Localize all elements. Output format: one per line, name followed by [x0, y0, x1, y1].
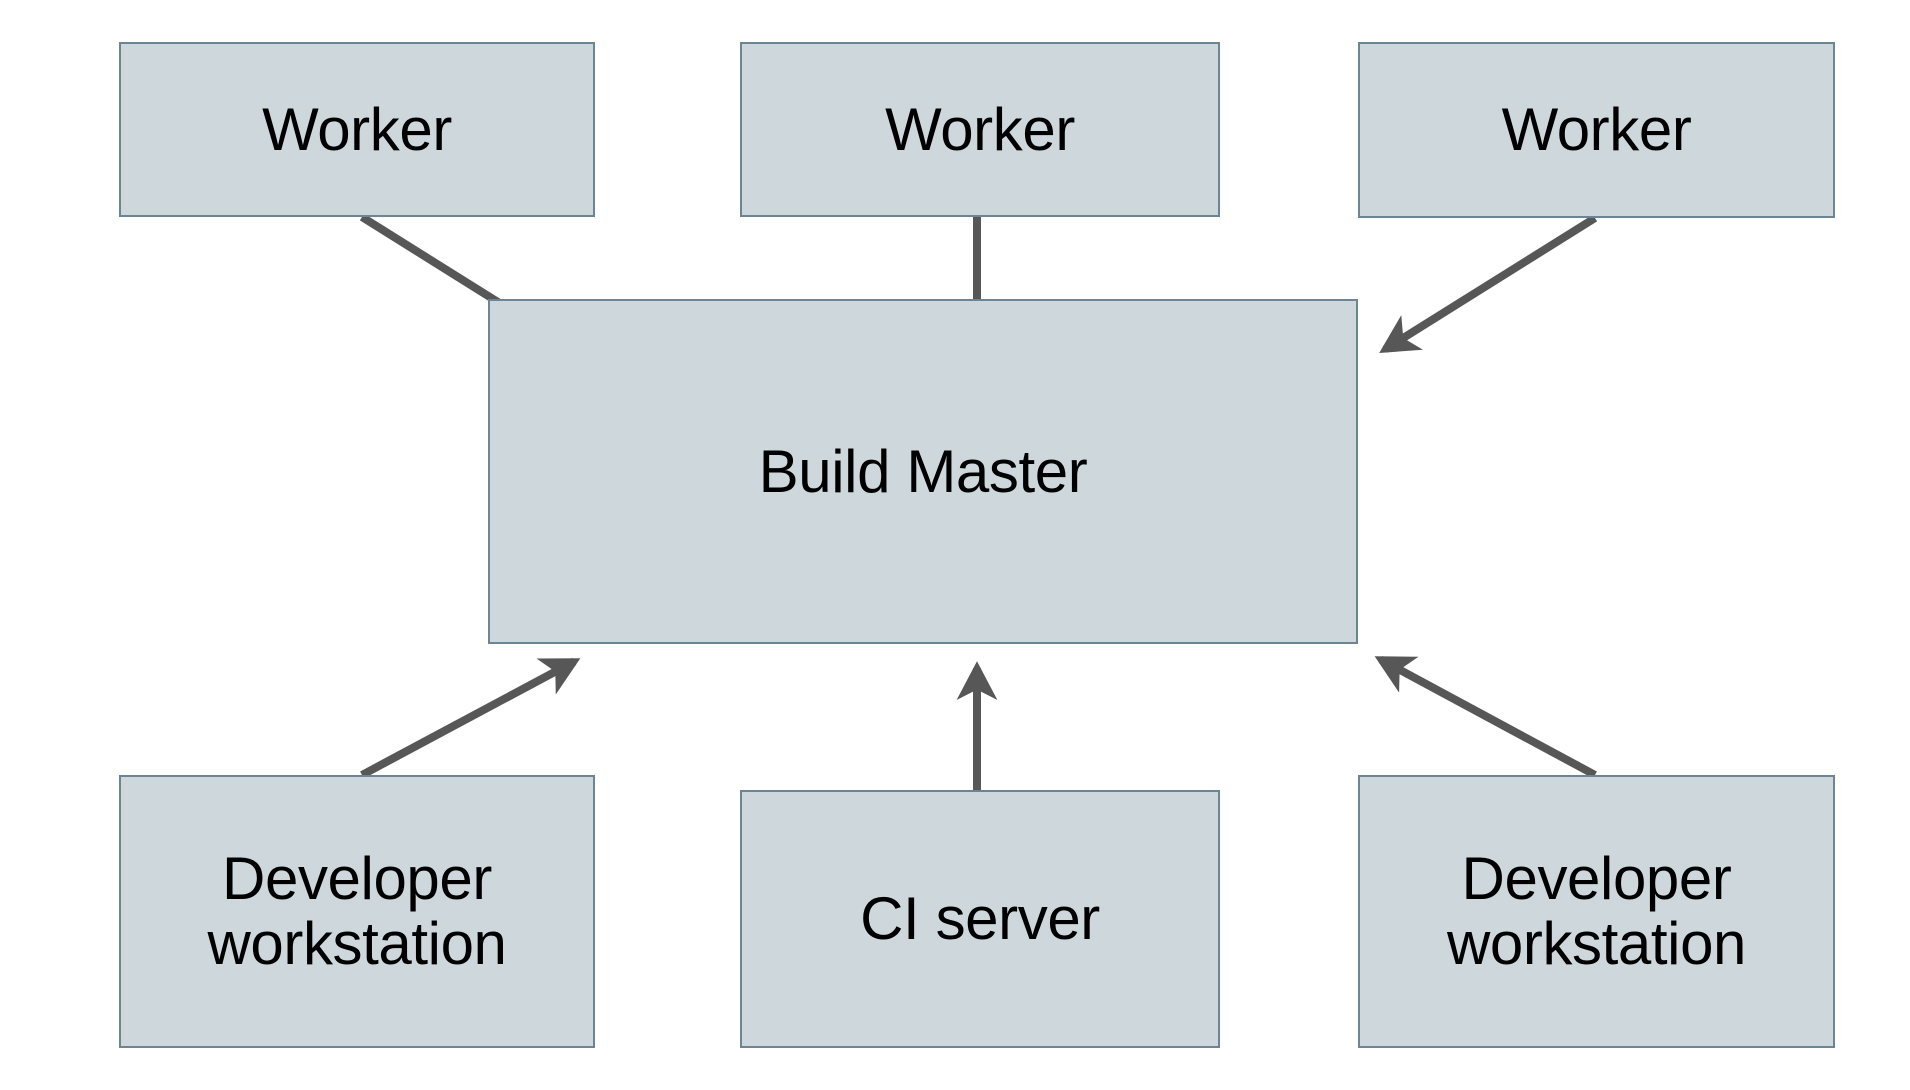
node-developer-workstation-right[interactable]: Developer workstation — [1358, 775, 1835, 1048]
edge-dev-left-to-build-master — [360, 657, 581, 779]
edge-worker-3-to-build-master — [1379, 214, 1598, 353]
node-label: Developer workstation — [1446, 844, 1747, 977]
node-label: Build Master — [758, 437, 1088, 505]
node-ci-server[interactable]: CI server — [740, 790, 1220, 1048]
node-label: Worker — [262, 95, 452, 163]
node-worker-3[interactable]: Worker — [1358, 42, 1835, 218]
node-label: Developer workstation — [207, 844, 507, 977]
node-developer-workstation-left[interactable]: Developer workstation — [119, 775, 595, 1048]
node-worker-1[interactable]: Worker — [119, 42, 595, 217]
node-label: CI server — [860, 885, 1100, 953]
node-label: Worker — [885, 95, 1075, 163]
node-label: Worker — [1501, 96, 1692, 164]
node-build-master[interactable]: Build Master — [488, 299, 1358, 644]
edge-dev-right-to-build-master — [1374, 655, 1597, 779]
node-worker-2[interactable]: Worker — [740, 42, 1220, 217]
